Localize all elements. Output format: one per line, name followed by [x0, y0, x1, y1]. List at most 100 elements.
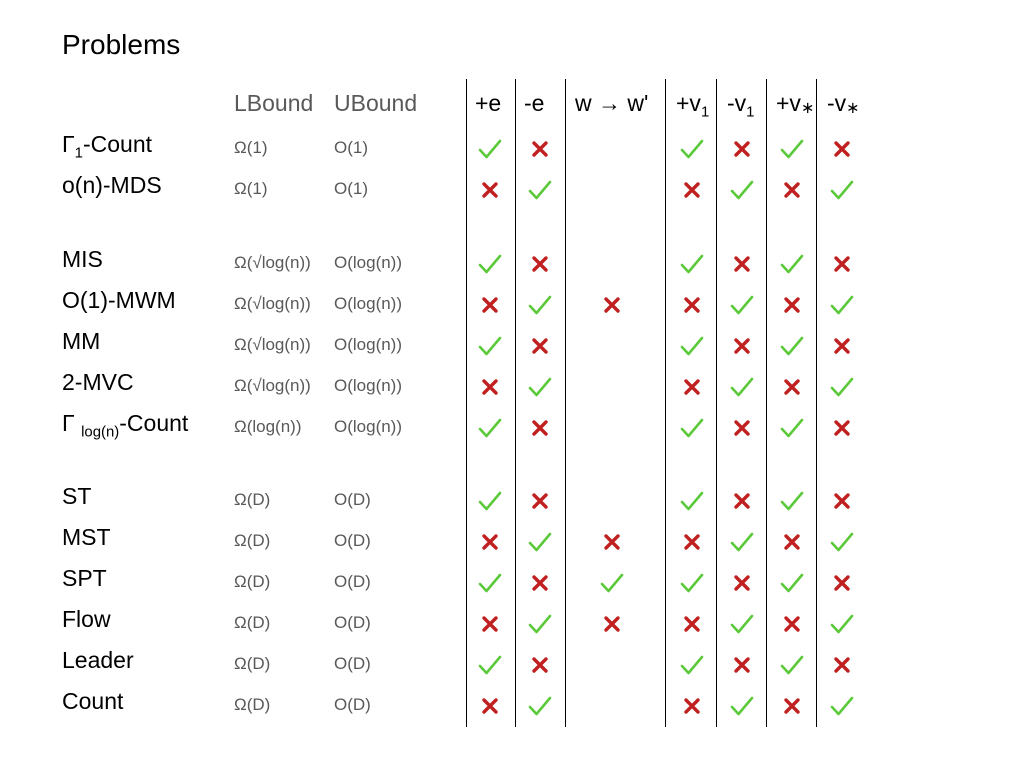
cross-icon — [526, 651, 554, 679]
cross-icon — [828, 332, 856, 360]
upper-bound: O(1) — [334, 179, 368, 198]
check-icon — [828, 291, 856, 319]
column-divider — [716, 79, 717, 727]
op-header-del_edge: -e — [524, 90, 544, 117]
cross-icon — [678, 373, 706, 401]
lower-bound: Ω(√log(n)) — [234, 253, 311, 272]
check-icon — [526, 176, 554, 204]
op-header-label: +v — [676, 90, 701, 116]
cross-icon — [728, 414, 756, 442]
upper-bound: O(log(n)) — [334, 417, 403, 436]
problem-name-text: MIS — [62, 246, 103, 272]
op-header-del_vstar: -v∗ — [827, 90, 860, 118]
cross-icon — [476, 373, 504, 401]
lower-bound: Ω(√log(n)) — [234, 335, 311, 354]
lbound-header: LBound — [234, 90, 314, 116]
check-icon — [678, 332, 706, 360]
problem-name: MIS — [62, 246, 103, 273]
check-icon — [526, 373, 554, 401]
column-divider — [466, 79, 467, 727]
cross-icon — [526, 487, 554, 515]
check-icon — [778, 332, 806, 360]
upper-bound: O(D) — [334, 531, 371, 550]
check-icon — [476, 332, 504, 360]
problem-name-text: ST — [62, 483, 92, 509]
ubound-header: UBound — [334, 90, 418, 116]
cross-icon — [828, 651, 856, 679]
upper-bound: O(D) — [334, 695, 371, 714]
check-icon — [526, 528, 554, 556]
check-icon — [678, 250, 706, 278]
cross-icon — [526, 135, 554, 163]
op-header-add_vstar: +v∗ — [776, 90, 814, 118]
cross-icon — [476, 291, 504, 319]
op-header-weight: w → w' — [575, 90, 648, 117]
problem-name-text: 2-MVC — [62, 369, 134, 395]
lower-bound: Ω(D) — [234, 572, 271, 591]
problem-name-text: Leader — [62, 647, 134, 673]
cross-icon — [526, 250, 554, 278]
op-header-del_v1: -v1 — [727, 90, 754, 121]
check-icon — [828, 528, 856, 556]
problem-name: MST — [62, 524, 111, 551]
lower-bound: Ω(√log(n)) — [234, 376, 311, 395]
cross-icon — [678, 176, 706, 204]
op-header-subscript: 1 — [700, 103, 710, 121]
op-header-add_edge: +e — [475, 90, 501, 117]
cross-icon — [678, 692, 706, 720]
op-header-label: +e — [475, 90, 502, 116]
cross-icon — [476, 692, 504, 720]
problem-name-suffix: -Count — [82, 131, 153, 157]
problem-name-text: o(n)-MDS — [62, 172, 162, 198]
check-icon — [476, 250, 504, 278]
problem-name-text: Count — [62, 688, 124, 714]
op-header-star: ∗ — [800, 98, 815, 117]
lower-bound: Ω(D) — [234, 613, 271, 632]
cross-icon — [728, 651, 756, 679]
check-icon — [678, 651, 706, 679]
check-icon — [728, 528, 756, 556]
check-icon — [778, 651, 806, 679]
problem-name: Leader — [62, 647, 134, 674]
cross-icon — [598, 528, 626, 556]
check-icon — [728, 610, 756, 638]
op-header-label: +v — [776, 90, 801, 116]
cross-icon — [828, 135, 856, 163]
problem-name: o(n)-MDS — [62, 172, 162, 199]
check-icon — [828, 692, 856, 720]
cross-icon — [778, 373, 806, 401]
op-header-label: -e — [524, 90, 545, 116]
upper-bound: O(D) — [334, 572, 371, 591]
cross-icon — [598, 291, 626, 319]
lower-bound: Ω(1) — [234, 138, 268, 157]
op-header-label: -v — [827, 90, 847, 116]
lower-bound: Ω(D) — [234, 531, 271, 550]
cross-icon — [526, 332, 554, 360]
lower-bound: Ω(√log(n)) — [234, 294, 311, 313]
problem-name: ST — [62, 483, 91, 510]
check-icon — [678, 414, 706, 442]
cross-icon — [728, 332, 756, 360]
problem-name: O(1)-MWM — [62, 287, 176, 314]
problem-name: Flow — [62, 606, 111, 633]
lower-bound: Ω(1) — [234, 179, 268, 198]
column-divider — [565, 79, 566, 727]
cross-icon — [728, 135, 756, 163]
column-divider — [515, 79, 516, 727]
cross-icon — [828, 414, 856, 442]
problem-name-suffix: -Count — [119, 410, 189, 436]
problem-name-text: MST — [62, 524, 111, 550]
column-divider — [816, 79, 817, 727]
problem-name-subscript: 1 — [74, 144, 83, 162]
check-icon — [728, 291, 756, 319]
upper-bound: O(D) — [334, 613, 371, 632]
column-divider — [766, 79, 767, 727]
cross-icon — [828, 569, 856, 597]
cross-icon — [678, 528, 706, 556]
check-icon — [476, 414, 504, 442]
check-icon — [728, 373, 756, 401]
op-header-subscript: 1 — [746, 103, 755, 121]
op-header-star: ∗ — [846, 98, 860, 117]
check-icon — [728, 176, 756, 204]
check-icon — [828, 373, 856, 401]
